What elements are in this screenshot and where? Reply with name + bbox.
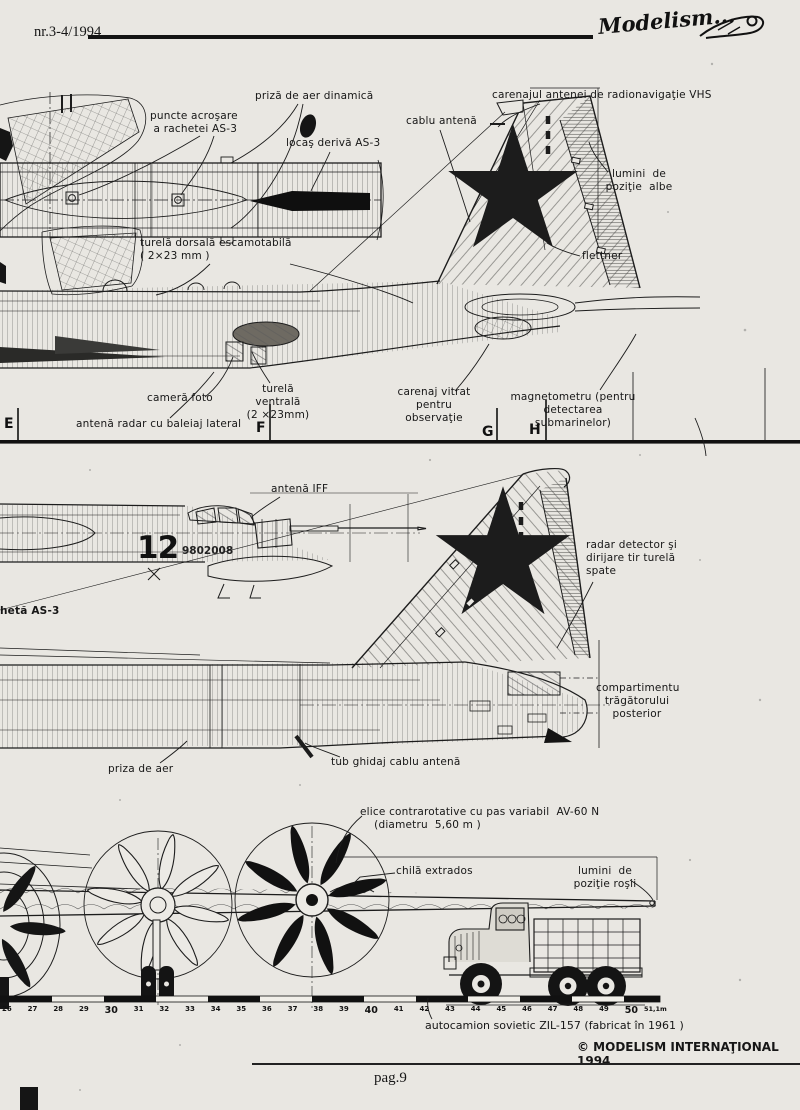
label-antena-iff: antenă IFF bbox=[271, 483, 329, 495]
label-racheta-as3: hetă AS-3 bbox=[0, 605, 60, 617]
footer-rule bbox=[252, 1063, 800, 1065]
plane-doodle-icon bbox=[699, 15, 765, 39]
label-antena-radar: antenă radar cu baleiaj lateral bbox=[76, 418, 242, 430]
zil157-truck bbox=[443, 902, 645, 1006]
label-camera-foto: cameră foto bbox=[147, 392, 213, 404]
label-priza-aer-dinamica: priză de aer dinamică bbox=[255, 90, 374, 102]
front-view-propeller-black bbox=[234, 822, 390, 978]
label-chila: chilă extrados bbox=[396, 865, 473, 877]
front-view-propeller-outline bbox=[83, 830, 233, 1002]
label-turela-ventrala: turelă ventrală (2 ×23mm) bbox=[246, 383, 310, 422]
ruler-end-label: 51,1m bbox=[644, 1005, 667, 1013]
issue-number: nr.3-4/1994 bbox=[34, 24, 102, 40]
section-marker-g: G bbox=[482, 424, 494, 440]
truck-caption: autocamion sovietic ZIL-157 (fabricat în… bbox=[425, 1019, 684, 1032]
top-side-view bbox=[0, 279, 701, 369]
label-lumini-rosii: lumini de poziţie roşii bbox=[573, 865, 637, 891]
section-marker-f: F bbox=[256, 420, 266, 436]
label-puncte-acrosare: puncte acroşare a rachetei AS-3 bbox=[150, 110, 238, 136]
front-view-left-engine bbox=[0, 852, 67, 1009]
label-cablu-antena: cablu antenă bbox=[406, 115, 477, 127]
scan-artifacts bbox=[0, 114, 317, 1110]
label-elice: elice contrarotative cu pas variabil AV-… bbox=[360, 806, 600, 832]
leader-lines bbox=[78, 103, 707, 1020]
scale-ruler-bar bbox=[0, 995, 661, 1003]
mid-side-view bbox=[0, 473, 526, 611]
label-lumini-albe: lumini de poziţie albe bbox=[605, 168, 673, 194]
label-carenaj-vitrat: carenaj vitrat pentru observaţie bbox=[397, 386, 471, 425]
section-marker-e: E bbox=[4, 416, 14, 432]
label-carenaj-vhs: carenajul antenei de radionavigaţie VHS bbox=[492, 89, 712, 101]
label-radar-detector: radar detector şi dirijare tir turelă sp… bbox=[586, 539, 677, 578]
header-rule bbox=[88, 35, 593, 39]
paper-speckles bbox=[79, 62, 762, 1091]
label-tub-ghidaj: tub ghidaj cablu antenă bbox=[331, 756, 461, 768]
label-turela-dorsala: turelă dorsală escamotabilă ( 2×23 mm ) bbox=[140, 237, 292, 263]
top-plan-view bbox=[0, 92, 384, 296]
label-locas-deriva: locaş derivă AS-3 bbox=[286, 137, 381, 149]
section-marker-h: H bbox=[529, 422, 541, 438]
mid-wing-rear-fuselage bbox=[0, 640, 610, 759]
label-flettner: flettner bbox=[582, 250, 623, 262]
label-priza-aer: priza de aer bbox=[108, 763, 174, 775]
aircraft-side-number: 12 bbox=[137, 530, 179, 566]
label-compartiment: compartimentu trăgătorului posterior bbox=[596, 682, 680, 721]
aircraft-serial-number: 9802008 bbox=[182, 545, 234, 557]
mid-tail-fin bbox=[351, 468, 591, 669]
page-number: pag.9 bbox=[374, 1070, 407, 1086]
label-magnetometru: magnetometru (pentru detectarea submarin… bbox=[510, 391, 636, 430]
ground-baseline bbox=[0, 368, 800, 444]
